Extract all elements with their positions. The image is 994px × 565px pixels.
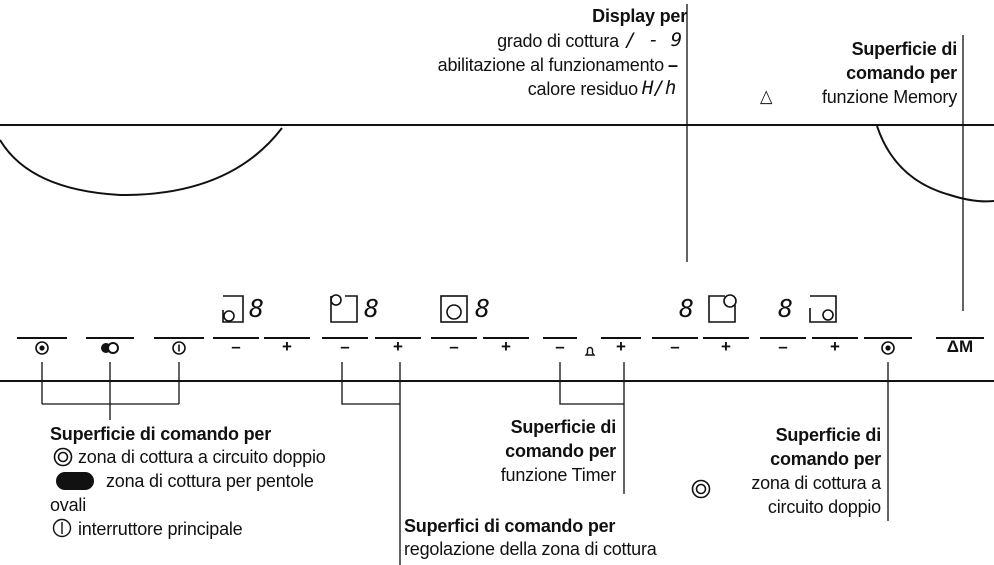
main-label-line2: zona di cottura per pentole xyxy=(106,471,314,491)
plus-label: + xyxy=(501,337,511,356)
oval-pan-icon-main xyxy=(56,472,94,490)
display-digit-5: 8 xyxy=(778,294,794,323)
minus-label: – xyxy=(778,337,788,356)
zone4-minus-button[interactable]: – xyxy=(652,337,698,357)
zone5-minus-button[interactable]: – xyxy=(760,337,806,357)
zone1-plus-button[interactable]: + xyxy=(264,337,310,357)
minus-label: – xyxy=(449,337,459,356)
zone3-minus-button[interactable]: – xyxy=(431,337,477,357)
double-circuit-icon xyxy=(881,341,895,355)
leader-main xyxy=(41,362,180,420)
main-label-line3: ovali xyxy=(50,495,87,515)
zone-icon-front-right xyxy=(809,295,837,323)
memory-triangle-icon: △ xyxy=(760,86,773,106)
display-digit-4: 8 xyxy=(679,294,695,323)
display-digit-3: 8 xyxy=(475,294,491,323)
minus-label: – xyxy=(670,337,680,356)
leader-zone-reg xyxy=(341,362,401,565)
double-circuit-label-title-1: Superficie di xyxy=(775,425,882,445)
timer-label-title-2: comando per xyxy=(505,441,616,461)
memory-button-label: ΔM xyxy=(946,337,974,356)
main-label-line1: zona di cottura a circuito doppio xyxy=(78,447,326,467)
display-label-symbol-dash: – xyxy=(668,55,678,75)
zone-icon-rear-left xyxy=(222,295,244,323)
oval-zone-button[interactable] xyxy=(86,337,134,357)
timer-label-line1: funzione Timer xyxy=(500,465,616,485)
cooking-zone-arc-left xyxy=(0,127,283,197)
bell-icon xyxy=(584,344,596,362)
memory-label-title-1: Superficie di xyxy=(851,39,958,59)
memory-label-title-2: comando per xyxy=(846,63,957,83)
plus-label: + xyxy=(393,337,403,356)
timer-minus-button[interactable]: – xyxy=(543,337,577,357)
minus-label: – xyxy=(555,337,565,356)
zone2-plus-button[interactable]: + xyxy=(375,337,421,357)
plus-label: + xyxy=(721,337,731,356)
display-label-line2: abilitazione al funzionamento xyxy=(437,55,665,75)
double-circuit-label-line2: circuito doppio xyxy=(767,497,881,517)
double-circuit-icon xyxy=(35,341,49,355)
double-circuit-icon-main xyxy=(53,447,73,467)
double-circuit-button-right[interactable] xyxy=(864,337,912,357)
display-label-line3: calore residuo xyxy=(527,79,638,99)
minus-label: – xyxy=(340,337,350,356)
main-switch-button[interactable] xyxy=(154,337,204,357)
main-label-line4: interruttore principale xyxy=(78,519,243,539)
zone-icon-center xyxy=(440,295,468,323)
cooking-zone-arc-right xyxy=(876,125,994,203)
zone2-minus-button[interactable]: – xyxy=(322,337,368,357)
plus-label: + xyxy=(830,337,840,356)
oval-pan-icon xyxy=(101,342,119,354)
plus-label: + xyxy=(616,337,626,356)
display-label-symbol-1-9: / - 9 xyxy=(625,29,683,51)
double-circuit-icon-right xyxy=(691,479,711,499)
double-circuit-label-line1: zona di cottura a xyxy=(751,473,881,493)
timer-plus-button[interactable]: + xyxy=(601,337,641,357)
zone4-plus-button[interactable]: + xyxy=(703,337,749,357)
power-icon xyxy=(172,341,186,355)
memory-label-line1: funzione Memory xyxy=(821,87,957,107)
zone-reg-label-line1: regolazione della zona di cottura xyxy=(404,539,657,559)
display-label-line1: grado di cottura xyxy=(497,31,619,51)
zone-reg-label-title: Superfici di comando per xyxy=(404,516,616,536)
zone3-plus-button[interactable]: + xyxy=(483,337,529,357)
display-label-title: Display per xyxy=(592,6,687,26)
double-circuit-label-title-2: comando per xyxy=(770,449,881,469)
power-icon-main xyxy=(52,518,72,538)
memory-button[interactable]: ΔM xyxy=(936,337,984,357)
display-label-symbol-residual-heat: H/h xyxy=(642,77,677,99)
double-circuit-button-left[interactable] xyxy=(17,337,67,357)
zone-icon-front-left xyxy=(330,294,358,323)
plus-label: + xyxy=(282,337,292,356)
panel-frame xyxy=(0,124,994,382)
display-digit-2: 8 xyxy=(364,294,380,323)
zone5-plus-button[interactable]: + xyxy=(812,337,858,357)
display-digit-1: 8 xyxy=(249,294,265,323)
minus-label: – xyxy=(231,337,241,356)
zone1-minus-button[interactable]: – xyxy=(213,337,259,357)
leader-timer xyxy=(559,362,625,494)
main-label-title: Superficie di comando per xyxy=(50,424,272,444)
zone-icon-rear-right xyxy=(708,294,737,323)
timer-label-title-1: Superficie di xyxy=(510,417,617,437)
